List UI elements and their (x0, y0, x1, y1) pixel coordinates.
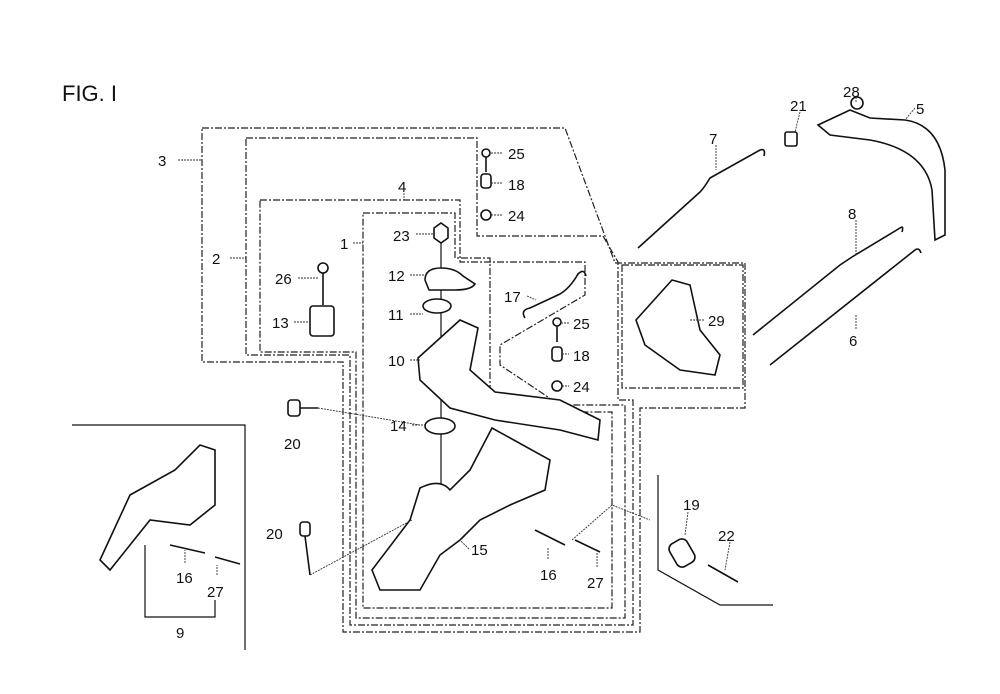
callout-21: 21 (790, 98, 807, 115)
inset-frame-left (72, 424, 246, 650)
callout-20-upper: 20 (284, 436, 301, 453)
bolt-20-lower (299, 521, 311, 576)
washer-14 (424, 417, 456, 435)
callout-24-top: 24 (508, 208, 525, 225)
callout-1: 1 (340, 236, 348, 253)
callout-29: 29 (708, 313, 725, 330)
bolt-25-top (481, 148, 491, 172)
spring-16 (534, 529, 566, 546)
callout-2: 2 (212, 251, 220, 268)
callout-9: 9 (176, 625, 184, 642)
assembly-box-4 (259, 199, 626, 619)
lever-5 (816, 109, 946, 242)
callout-6: 6 (849, 333, 857, 350)
callout-23: 23 (393, 228, 410, 245)
callout-11: 11 (388, 307, 404, 324)
collar-18-mid (551, 346, 563, 362)
callout-3: 3 (158, 153, 166, 170)
callout-13: 13 (272, 315, 289, 332)
screw-26 (317, 262, 329, 305)
assembly-box-3 (201, 127, 746, 633)
figure-title: FIG. I (62, 81, 117, 106)
callout-4: 4 (398, 179, 406, 196)
callout-28: 28 (843, 84, 860, 101)
washer-11 (422, 298, 452, 314)
spring-16-inset (169, 544, 206, 554)
callout-10: 10 (388, 353, 405, 370)
bolt-20-upper (287, 399, 318, 417)
bolt-27 (574, 539, 601, 553)
callout-14: 14 (390, 418, 407, 435)
callout-16-inset: 16 (176, 570, 193, 587)
callout-18-mid: 18 (573, 348, 590, 365)
callout-16: 16 (540, 567, 557, 584)
bracket-9-callout (144, 545, 216, 618)
callout-15: 15 (471, 542, 488, 559)
callout-26: 26 (275, 271, 292, 288)
callout-19: 19 (683, 497, 700, 514)
collar-19 (668, 538, 696, 568)
assembly-box-2 (245, 137, 634, 626)
bracket-29 (635, 279, 721, 376)
bolt-22 (707, 564, 739, 583)
bolt-27-inset (214, 556, 241, 565)
assembly-box-29 (621, 264, 744, 389)
callout-27: 27 (587, 575, 604, 592)
inset-frame-right (657, 475, 773, 606)
callout-27-inset: 27 (207, 584, 224, 601)
callout-25-top: 25 (508, 146, 525, 163)
callout-22: 22 (718, 528, 735, 545)
callout-25-mid: 25 (573, 316, 590, 333)
callout-8: 8 (848, 206, 856, 223)
callout-18-top: 18 (508, 177, 525, 194)
callout-7: 7 (709, 131, 717, 148)
callout-5: 5 (916, 101, 924, 118)
bolt-21 (784, 131, 798, 147)
rod-6 (769, 248, 922, 366)
governor-arm-9 (99, 444, 216, 572)
spring-17 (522, 270, 587, 319)
callout-12: 12 (388, 268, 405, 285)
callout-17: 17 (504, 289, 521, 306)
collar-18-top (480, 173, 492, 189)
plate-12 (424, 267, 477, 291)
nut-23 (433, 222, 449, 244)
spring-rod-7 (637, 148, 766, 249)
washer-24-mid (551, 380, 563, 392)
nut-28 (850, 96, 864, 110)
base-plate-15 (371, 426, 551, 591)
callout-24-mid: 24 (573, 379, 590, 396)
bolt-25-mid (552, 317, 562, 342)
callout-20-lower: 20 (266, 526, 283, 543)
clip-13 (309, 305, 335, 337)
washer-24-top (480, 209, 492, 221)
assembly-box-1 (362, 212, 613, 609)
bracket-10 (417, 319, 601, 442)
spring-rod-8 (752, 226, 904, 336)
